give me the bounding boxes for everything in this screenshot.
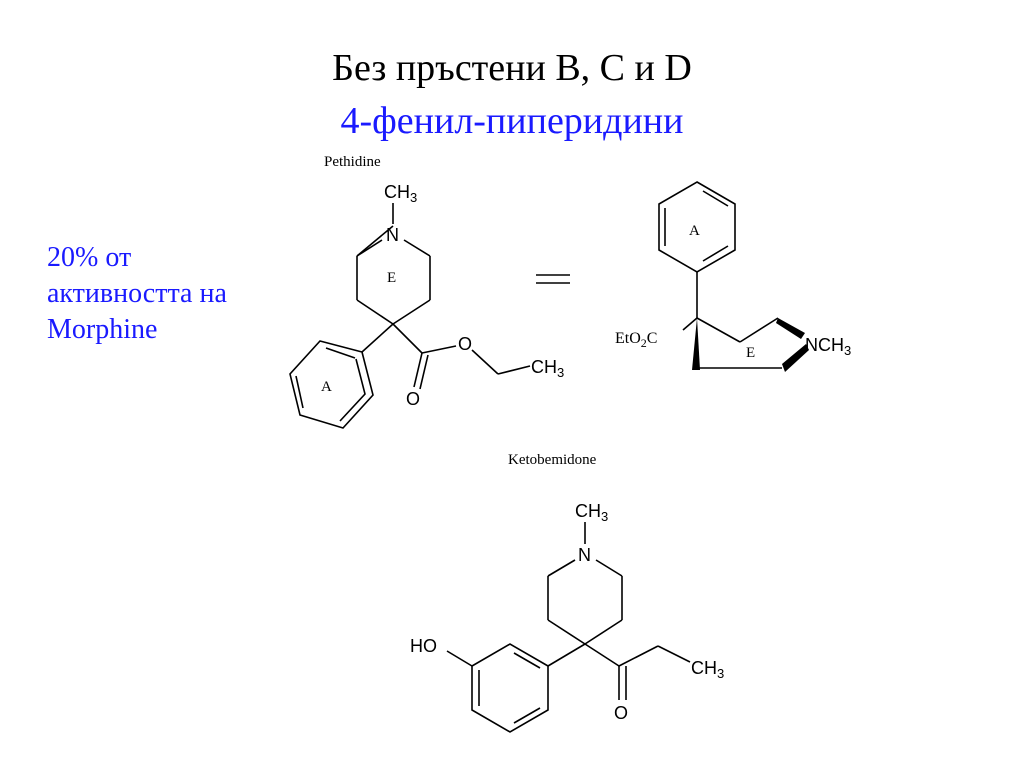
pethidine-ch3-n: CH3: [384, 182, 417, 205]
slide-subtitle: 4-фенил-пиперидини: [340, 100, 684, 142]
pethidine-ch3-ethyl: CH3: [531, 357, 564, 380]
equivalence-sign: [536, 274, 570, 284]
ketobemidone-ch3-n: CH3: [575, 501, 608, 524]
wedge-bond-ring-top: [776, 318, 805, 339]
ketobemidone-atom-n: N: [578, 545, 591, 565]
pethidine-ring-e-label: E: [387, 270, 396, 286]
activity-note-line-1: 20% от: [47, 242, 132, 273]
pethidine-carbonyl-oxygen: O: [406, 389, 420, 409]
pethidine-ester-oxygen: O: [458, 334, 472, 354]
pethidine-label: Pethidine: [324, 154, 381, 170]
pethidine-atom-n: N: [386, 225, 399, 245]
perspective-ring-a-label: A: [689, 223, 700, 239]
ketobemidone-ch3-ethyl: CH3: [691, 658, 724, 681]
ketobemidone-carbonyl-oxygen: O: [614, 703, 628, 723]
ketobemidone-structure: [446, 522, 691, 733]
activity-note: 20% от активността на Morphine: [47, 240, 227, 348]
pethidine-perspective-structure: [658, 181, 782, 369]
perspective-eto2c: EtO2C: [615, 330, 657, 350]
slide-title: Без пръстени B, C и D: [332, 47, 692, 89]
activity-note-line-2: активността на: [47, 278, 227, 309]
perspective-nch3: NCH3: [805, 335, 851, 358]
wedge-bond-left: [692, 318, 700, 370]
ketobemidone-hydroxyl: HO: [410, 636, 437, 656]
perspective-ring-e-label: E: [746, 345, 755, 361]
pethidine-structure: [289, 203, 531, 429]
ketobemidone-label: Ketobemidone: [508, 452, 597, 468]
pethidine-ring-a-label: A: [321, 379, 332, 395]
activity-note-line-3: Morphine: [47, 314, 158, 345]
wedge-bond-ring-bottom: [782, 344, 809, 372]
